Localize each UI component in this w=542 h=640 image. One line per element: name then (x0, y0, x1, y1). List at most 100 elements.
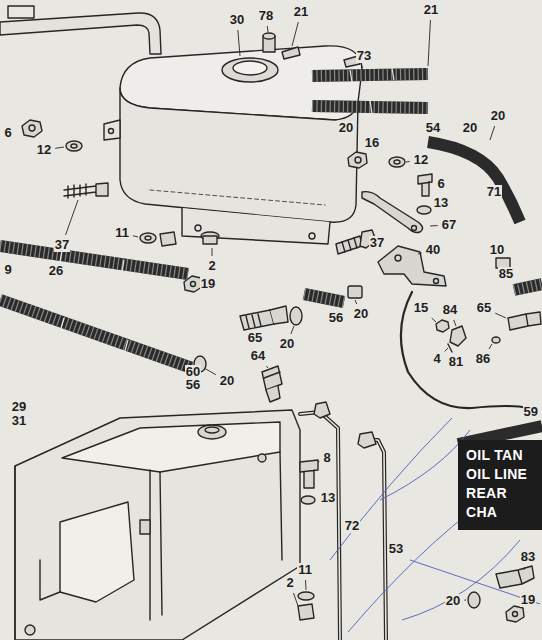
leader-line (318, 461, 319, 463)
callout-number: 20 (490, 109, 506, 123)
callout-number: 65 (247, 331, 263, 345)
callout-number: 26 (48, 264, 64, 278)
leader-line (432, 318, 436, 322)
callout-number: 37 (54, 238, 70, 252)
callout-number: 73 (356, 49, 372, 63)
oil-line (401, 292, 528, 408)
callout-number: 84 (442, 303, 458, 317)
leader-line (204, 368, 216, 375)
leader-line (305, 580, 307, 590)
leader-line (430, 225, 438, 226)
callout-number: 12 (413, 153, 429, 167)
mounting-strap (0, 13, 161, 54)
callout-number: 10 (489, 243, 505, 257)
callout-number: 72 (344, 519, 360, 533)
callout-number: 19 (520, 593, 536, 607)
leader-line (212, 248, 213, 256)
callout-number: 37 (369, 236, 385, 250)
leader-line (355, 300, 357, 304)
callout-number: 13 (320, 491, 336, 505)
section-title-box: OIL TAN OIL LINE REAR CHA (458, 440, 542, 530)
callout-number: 78 (258, 9, 274, 23)
leader-line (362, 153, 364, 154)
callout-number: 56 (328, 311, 344, 325)
leader-line (495, 313, 506, 318)
callout-number: 13 (433, 196, 449, 210)
callout-number: 4 (432, 352, 441, 366)
lower-tank-housing (15, 410, 300, 640)
callout-number: 56 (185, 378, 201, 392)
housing-opening (62, 422, 280, 472)
callout-number: 12 (36, 143, 52, 157)
leader-line (291, 326, 294, 334)
callout-number: 85 (498, 267, 514, 281)
callout-number: 11 (114, 226, 130, 240)
callout-number: 8 (322, 451, 331, 465)
leader-line (133, 236, 138, 237)
callout-number: 29 (11, 400, 27, 414)
callout-number: 6 (3, 126, 12, 140)
callout-number: 86 (475, 352, 491, 366)
callout-number: 40 (425, 243, 441, 257)
callout-number: 11 (297, 563, 313, 577)
oil-line (300, 412, 340, 640)
callout-number: 9 (3, 263, 12, 277)
housing-neck (198, 425, 226, 439)
leader-line (55, 147, 64, 148)
callout-number: 15 (413, 301, 429, 315)
callout-number: 21 (293, 5, 309, 19)
callout-number: 53 (388, 542, 404, 556)
leader-line (454, 320, 456, 326)
leader-line (293, 593, 298, 606)
callout-number: 20 (219, 374, 235, 388)
callout-number: 2 (207, 259, 216, 273)
leader-line (362, 66, 363, 68)
strap-stamp (8, 6, 34, 18)
leader-line (445, 348, 448, 351)
callout-number: 21 (423, 3, 439, 17)
leader-line (66, 200, 78, 235)
leader-line (517, 284, 520, 286)
section-title: OIL TAN OIL LINE REAR CHA (466, 446, 542, 522)
callout-number: 20 (338, 121, 354, 135)
callout-number: 67 (441, 218, 457, 232)
callout-number: 16 (364, 136, 380, 150)
callout-number: 59 (523, 405, 539, 419)
callout-number: 6 (436, 177, 445, 191)
tank-ear (104, 120, 120, 140)
callout-number: 54 (425, 121, 441, 135)
leader-line (267, 26, 269, 32)
leader-line (292, 22, 298, 46)
callout-number: 20 (462, 121, 478, 135)
leader-line (418, 253, 422, 254)
callout-number: 81 (448, 355, 464, 369)
leader-line (464, 600, 466, 601)
callout-number: 65 (476, 301, 492, 315)
callout-number: 71 (486, 185, 502, 199)
leader-line (489, 344, 492, 349)
callout-number: 20 (353, 307, 369, 321)
filler-neck (222, 58, 278, 82)
tank-flange (182, 208, 330, 244)
leader-line (406, 161, 410, 163)
callout-number: 60 (185, 365, 201, 379)
callout-number: 83 (520, 550, 536, 564)
housing-notch (60, 502, 134, 602)
callout-number: 20 (445, 594, 461, 608)
leader-line (238, 30, 240, 56)
leader-line (266, 366, 268, 368)
callout-number: 30 (229, 13, 245, 27)
leader-line (524, 567, 526, 570)
callout-number: 19 (200, 277, 216, 291)
callout-number: 64 (250, 349, 266, 363)
callout-number: 2 (285, 576, 294, 590)
leader-line (428, 20, 430, 66)
nut (22, 120, 42, 137)
callout-number: 31 (11, 414, 27, 428)
washer (66, 141, 82, 151)
